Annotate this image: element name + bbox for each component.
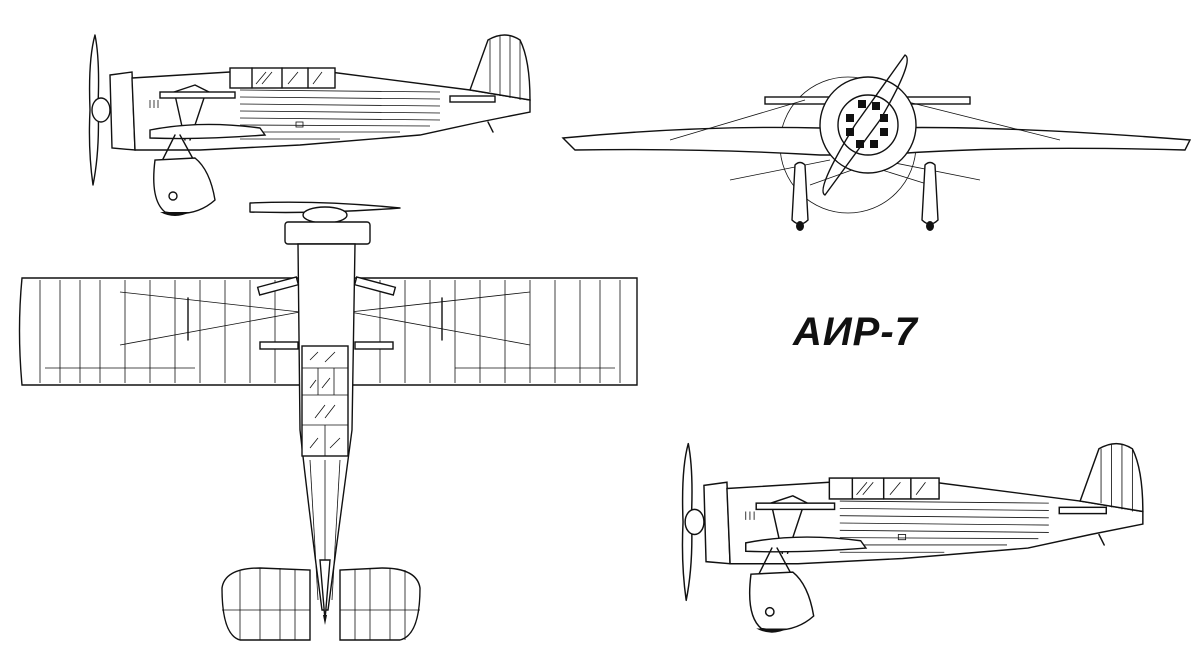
aircraft-designation-title: АИР-7 — [793, 310, 918, 354]
side-view-variant — [681, 442, 1144, 634]
side-view — [88, 34, 531, 217]
front-view — [561, 54, 1192, 231]
top-view — [18, 201, 638, 641]
